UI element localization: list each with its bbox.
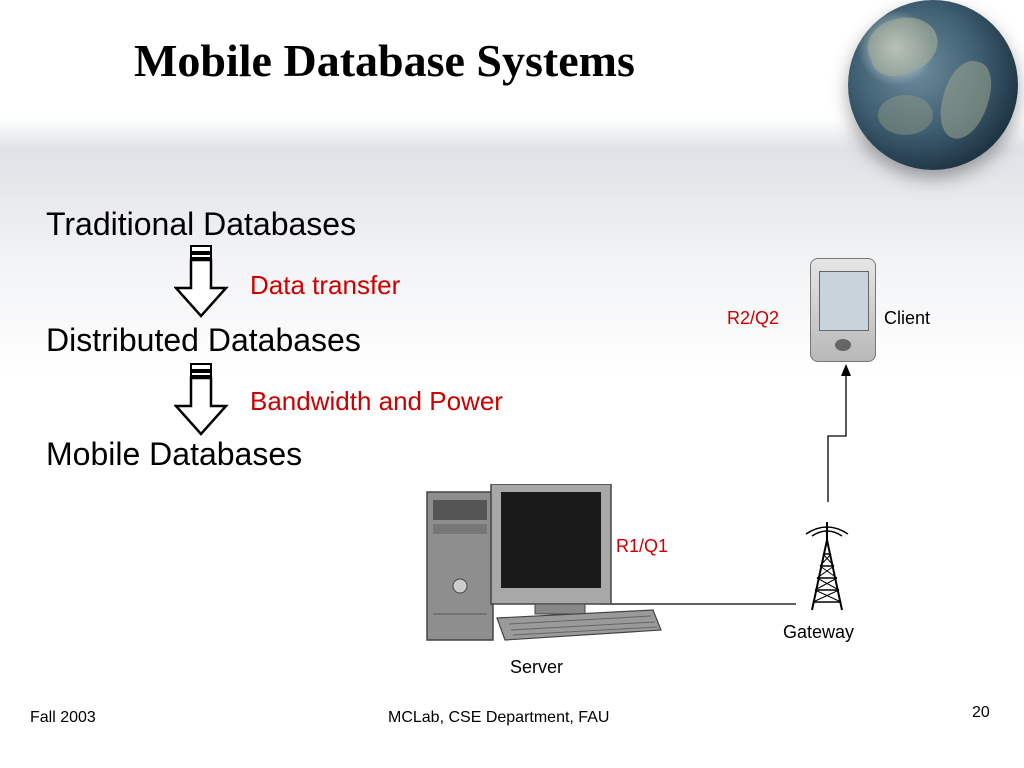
globe-image — [848, 0, 1018, 170]
page-number: 20 — [972, 704, 990, 721]
down-arrow-icon — [174, 245, 229, 318]
stack-item-mobile: Mobile Databases — [46, 436, 303, 472]
stack-item-distributed: Distributed Databases — [46, 322, 361, 358]
server-query-label: R1/Q1 — [616, 536, 669, 556]
gateway-label: Gateway — [783, 622, 855, 642]
slide-title: Mobile Database Systems — [134, 35, 635, 86]
gateway-tower-icon — [796, 512, 858, 614]
pda-client-icon — [810, 258, 876, 362]
reason-data-transfer: Data transfer — [250, 270, 401, 300]
footer-date: Fall 2003 — [30, 709, 96, 726]
stack-item-traditional: Traditional Databases — [46, 206, 357, 242]
server-label: Server — [510, 657, 564, 677]
reason-bandwidth-power: Bandwidth and Power — [250, 386, 503, 416]
server-computer-icon — [426, 484, 662, 641]
down-arrow-icon — [174, 363, 229, 436]
client-label: Client — [884, 308, 931, 328]
client-query-label: R2/Q2 — [727, 308, 780, 328]
footer-organization: MCLab, CSE Department, FAU — [388, 709, 610, 726]
